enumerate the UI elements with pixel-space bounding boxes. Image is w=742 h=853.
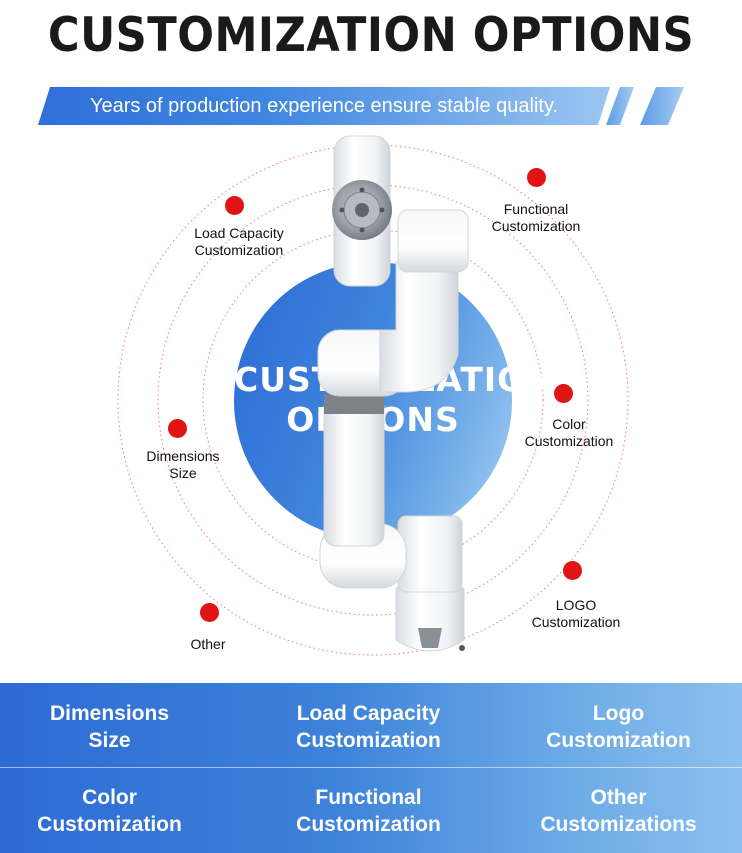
feature-color: Color Customization <box>37 786 182 836</box>
feature-other: Other Customizations <box>540 786 697 836</box>
callout-load-capacity: Load Capacity Customization <box>194 225 284 258</box>
marker-dimensions <box>168 419 187 438</box>
marker-load-capacity <box>225 196 244 215</box>
marker-functional <box>527 168 546 187</box>
marker-other <box>200 603 219 622</box>
feature-functional: Functional Customization <box>296 786 441 836</box>
marker-logo <box>563 561 582 580</box>
grid-divider <box>0 767 742 768</box>
callout-other: Other <box>190 636 226 652</box>
callout-color: Color Customization <box>524 416 614 449</box>
page-title: CUSTOMIZATION OPTIONS <box>47 8 695 63</box>
callout-logo: LOGO Customization <box>531 597 621 630</box>
subtitle-text: Years of production experience ensure st… <box>89 95 559 117</box>
feature-load-capacity: Load Capacity Customization <box>296 702 441 752</box>
subtitle-banner <box>38 87 610 125</box>
feature-dimensions-size: Dimensions Size <box>49 702 170 752</box>
callout-dimensions: Dimensions Size <box>146 448 220 481</box>
feature-grid: Dimensions Size Load Capacity Customizat… <box>0 683 742 853</box>
feature-logo: Logo Customization <box>546 702 691 752</box>
marker-color <box>554 384 573 403</box>
callout-functional: Functional Customization <box>491 201 581 234</box>
